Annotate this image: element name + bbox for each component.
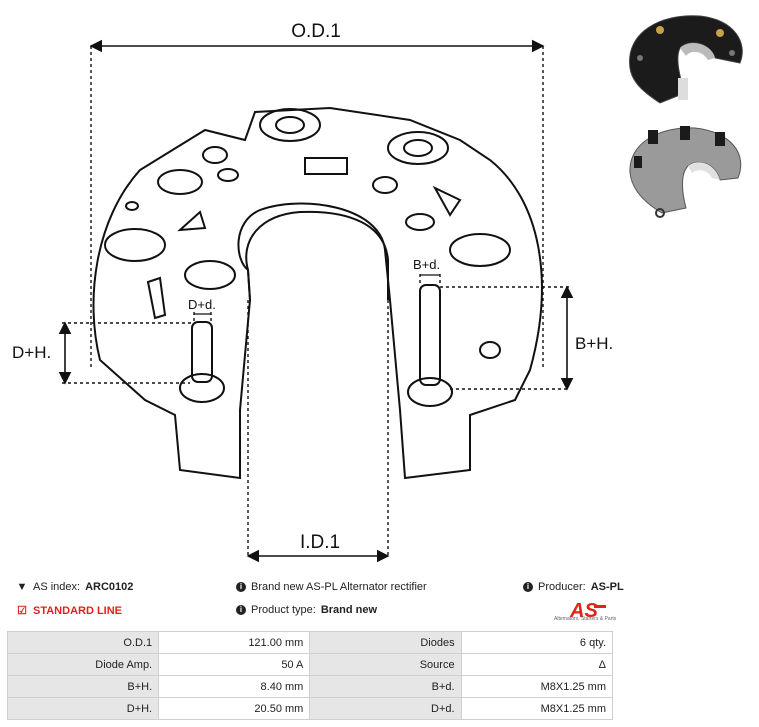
dd-label: D+d.	[188, 297, 216, 312]
rectifier-outline	[92, 106, 543, 480]
spec-value: Δ	[460, 653, 614, 676]
producer-value: AS-PL	[590, 581, 624, 593]
svg-text:AS: AS	[569, 600, 598, 622]
bd-label: B+d.	[413, 257, 440, 272]
product-photo-bottom	[629, 126, 742, 218]
b-plus-stud	[419, 284, 441, 386]
spec-value: M8X1.25 mm	[460, 697, 614, 720]
bh-label: B+H.	[575, 334, 613, 353]
spec-value: 50 A	[158, 653, 311, 676]
d-plus-stud	[191, 321, 213, 383]
spec-label: D+H.	[6, 697, 160, 720]
dh-label: D+H.	[12, 343, 51, 362]
tag-icon: ▼	[16, 581, 28, 593]
as-index-value: ARC0102	[85, 581, 134, 593]
spec-label: B+H.	[6, 675, 160, 698]
rectifier-technical-drawing: O.D.1 I.D.1 D+H. B+H. D+d. B+d.	[12, 21, 613, 563]
product-type-value: Brand new	[320, 604, 378, 616]
spec-value: 6 qty.	[460, 631, 614, 654]
center-slot	[304, 157, 348, 175]
spec-label: D+d.	[309, 697, 462, 720]
spec-value: 8.40 mm	[158, 675, 311, 698]
terminal-ring-left	[259, 108, 321, 142]
terminal-ring-right	[387, 131, 449, 165]
product-type: i Product type: Brand new	[236, 604, 377, 616]
standard-line-badge: ☑ STANDARD LINE	[17, 604, 123, 618]
id-label: I.D.1	[300, 532, 340, 553]
check-square-icon: ☑	[17, 605, 27, 617]
product-photo-top	[629, 15, 743, 104]
product-description: i Brand new AS-PL Alternator rectifier	[236, 581, 427, 593]
center-arch	[245, 210, 389, 301]
producer: i Producer: AS-PL	[523, 581, 624, 593]
spec-label: Diodes	[309, 631, 462, 654]
as-pl-logo: AS	[569, 600, 606, 622]
spec-label: Diode Amp.	[6, 653, 160, 676]
spec-value: M8X1.25 mm	[460, 675, 614, 698]
info-icon: i	[236, 605, 246, 615]
spec-label: O.D.1	[6, 631, 160, 654]
od-label: O.D.1	[291, 21, 341, 42]
logo-tagline: Alternators, Starters & Parts	[554, 616, 617, 622]
spec-value: 20.50 mm	[158, 697, 311, 720]
info-icon: i	[236, 582, 246, 592]
spec-label: B+d.	[309, 675, 462, 698]
spec-label: Source	[309, 653, 462, 676]
info-icon: i	[523, 582, 533, 592]
spec-value: 121.00 mm	[158, 631, 311, 654]
as-index: ▼ AS index: ARC0102	[16, 581, 134, 593]
